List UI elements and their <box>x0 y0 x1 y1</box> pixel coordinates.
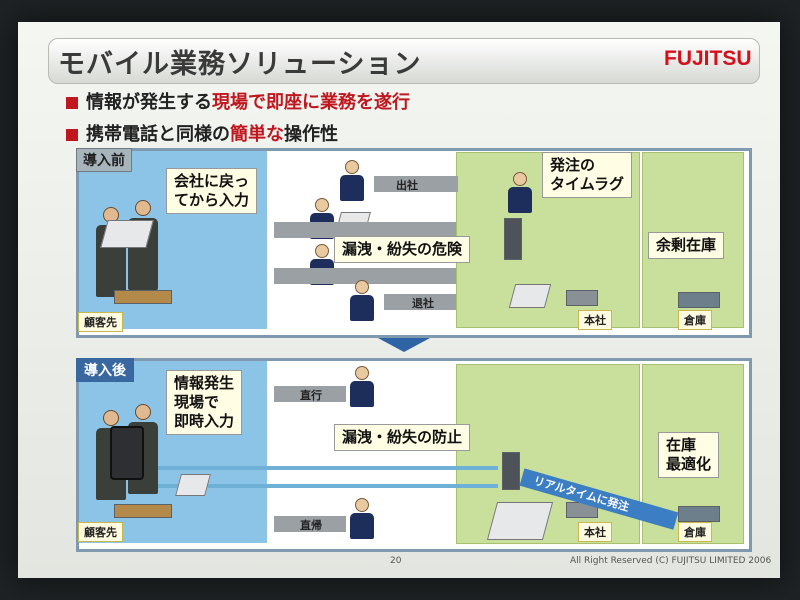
arrow-left <box>274 222 456 238</box>
callout-line: 発注の <box>550 156 596 174</box>
callout-line: 即時入力 <box>174 412 235 430</box>
callout-leak-risk: 漏洩・紛失の危険 <box>334 236 471 263</box>
warehouse-truck-icon <box>678 292 720 308</box>
arrow-direct-label: 直行 <box>300 389 322 402</box>
callout-line: 在庫 <box>666 436 697 454</box>
bullet-square-icon <box>66 97 78 109</box>
arrow-left <box>274 386 346 402</box>
arrow-right <box>374 176 458 192</box>
title-bar <box>48 38 760 84</box>
callout-stock-optimization: 在庫 最適化 <box>658 432 720 478</box>
bullet-2-tail: 操作性 <box>284 124 338 145</box>
slide: モバイル業務ソリューション FUJITSU 情報が発生する現場で即座に業務を遂行… <box>18 22 780 578</box>
callout-line: タイムラグ <box>550 175 624 193</box>
bullet-2-text: 携帯電話と同様の <box>86 124 230 145</box>
tag-customer-site: 顧客先 <box>78 312 123 332</box>
data-link-line <box>158 466 498 470</box>
callout-leak-prevention: 漏洩・紛失の防止 <box>334 424 471 451</box>
server-icon <box>504 218 522 260</box>
bullet-1: 情報が発生する現場で即座に業務を遂行 <box>66 88 410 114</box>
person-direct-icon <box>350 366 374 407</box>
arrow-right <box>274 516 346 532</box>
bullet-1-highlight: 現場で即座に業務を遂行 <box>212 92 410 113</box>
fujitsu-logo: FUJITSU <box>664 47 752 70</box>
arrow-left <box>384 294 456 310</box>
tag-warehouse: 倉庫 <box>678 310 712 330</box>
callout-line: 情報発生 <box>174 374 235 392</box>
warehouse-truck-icon <box>678 506 720 522</box>
person-commute-icon <box>340 160 364 201</box>
callout-line: 会社に戻っ <box>174 172 250 190</box>
before-label: 導入前 <box>76 148 132 172</box>
tag-headquarters: 本社 <box>578 310 612 330</box>
paper-form-icon <box>100 220 154 248</box>
tag-customer-site: 顧客先 <box>78 522 123 542</box>
callout-line: てから入力 <box>174 191 250 209</box>
arrow-home-label: 直帰 <box>300 519 322 532</box>
document-stack-icon <box>508 284 552 308</box>
callout-line: 最適化 <box>666 455 712 473</box>
arrow-right <box>274 268 456 284</box>
page-number: 20 <box>390 556 402 566</box>
callout-order-lag: 発注の タイムラグ <box>542 152 632 198</box>
customer-shop-icon <box>114 290 172 304</box>
server-icon <box>502 452 520 490</box>
callout-onsite-input: 情報発生 現場で 即時入力 <box>166 370 243 435</box>
hq-building-icon <box>566 290 598 306</box>
tag-warehouse: 倉庫 <box>678 522 712 542</box>
bullet-square-icon <box>66 129 78 141</box>
customer-shop-icon <box>114 504 172 518</box>
after-label: 導入後 <box>76 358 134 382</box>
bullet-2-highlight: 簡単な <box>230 124 284 145</box>
data-link-line <box>158 484 498 488</box>
copyright-text: All Right Reserved (C) FUJITSU LIMITED 2… <box>570 556 772 566</box>
office-worker-icon <box>508 172 532 213</box>
tag-headquarters: 本社 <box>578 522 612 542</box>
callout-surplus-stock: 余剰在庫 <box>648 232 725 259</box>
person-home-icon <box>350 498 374 539</box>
arrow-go-label: 出社 <box>396 179 418 192</box>
mobile-terminal-icon <box>110 426 144 480</box>
callout-return-to-office: 会社に戻っ てから入力 <box>166 168 258 214</box>
bullet-1-text: 情報が発生する <box>86 92 212 113</box>
order-screen-icon <box>486 502 554 540</box>
callout-line: 現場で <box>174 393 220 411</box>
slide-title: モバイル業務ソリューション <box>58 49 422 80</box>
digital-form-icon <box>175 474 211 496</box>
bullet-2: 携帯電話と同様の簡単な操作性 <box>66 120 338 146</box>
arrow-leave-label: 退社 <box>412 297 434 310</box>
down-arrow-icon <box>378 338 430 352</box>
person-leave-icon <box>350 280 374 321</box>
